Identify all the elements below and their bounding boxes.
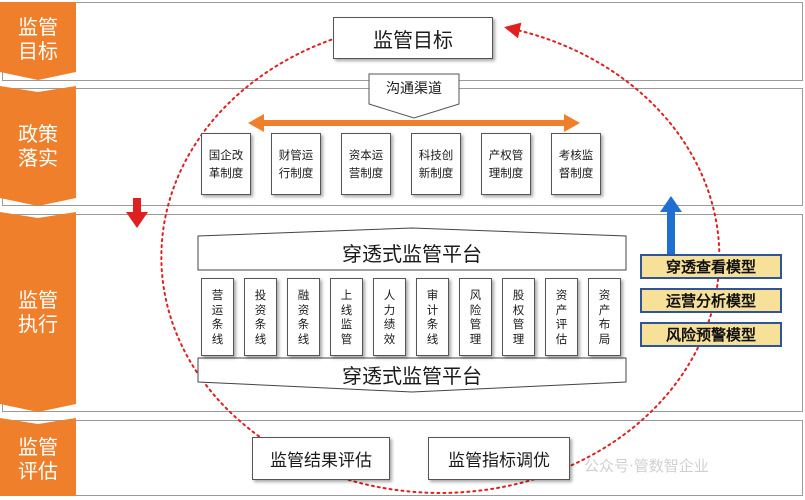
goal-box: 监管目标 [333, 17, 493, 59]
stage-label-goal: 监管目标 [18, 15, 58, 63]
red-down-arrow [126, 198, 148, 228]
eval-box-indicator-tuning: 监管指标调优 [428, 437, 570, 480]
stage-label-policy: 政策落实 [18, 122, 58, 170]
platform-top-label: 穿透式监管平台 [342, 242, 482, 266]
eval-box-result-assessment: 监管结果评估 [252, 437, 390, 480]
platform-bottom-shape [197, 357, 627, 393]
platform-top-shape [197, 227, 627, 271]
band-evaluation [2, 420, 803, 496]
blue-up-arrow [660, 196, 682, 255]
line-box-financing: 融资条线 [287, 278, 320, 356]
orange-double-arrow [248, 114, 580, 132]
line-box-asset-layout: 资产布局 [588, 278, 621, 356]
model-operations-analysis: 运营分析模型 [640, 288, 782, 313]
line-box-investment: 投资条线 [244, 278, 277, 356]
model-penetration-view: 穿透查看模型 [640, 254, 782, 279]
channel-arrow-shape [368, 73, 460, 119]
stage-chevron-goal [0, 2, 76, 80]
line-box-risk: 风险管理 [459, 278, 492, 356]
policy-box-property-rights: 产权管理制度 [481, 133, 531, 195]
line-box-audit: 审计条线 [416, 278, 449, 356]
stage-chevron-policy [0, 86, 76, 206]
policy-box-tech-innovation: 科技创新制度 [411, 133, 461, 195]
cycle-dotted-ring [160, 19, 721, 494]
policy-box-assessment: 考核监督制度 [551, 133, 601, 195]
channel-label: 沟通渠道 [386, 81, 442, 97]
line-box-equity: 股权管理 [502, 278, 535, 356]
platform-bottom-label: 穿透式监管平台 [342, 364, 482, 388]
line-box-asset-valuation: 资产评估 [545, 278, 578, 356]
line-box-operations: 营运条线 [201, 278, 234, 356]
policy-box-finance-ops: 财管运行制度 [271, 133, 321, 195]
stage-chevron-execution [0, 212, 76, 412]
policy-box-capital-ops: 资本运营制度 [341, 133, 391, 195]
stage-chevron-evaluation [0, 418, 76, 496]
policy-box-soe-reform: 国企改革制度 [201, 133, 251, 195]
line-box-online-supervision: 上线监管 [330, 278, 363, 356]
stage-label-evaluation: 监管评估 [18, 435, 58, 483]
watermark: 公众号·管数智企业 [584, 457, 709, 475]
stage-label-execution: 监管执行 [18, 288, 58, 336]
line-box-hr-performance: 人力绩效 [373, 278, 406, 356]
goal-label: 监管目标 [373, 27, 453, 52]
model-risk-warning: 风险预警模型 [640, 322, 782, 347]
